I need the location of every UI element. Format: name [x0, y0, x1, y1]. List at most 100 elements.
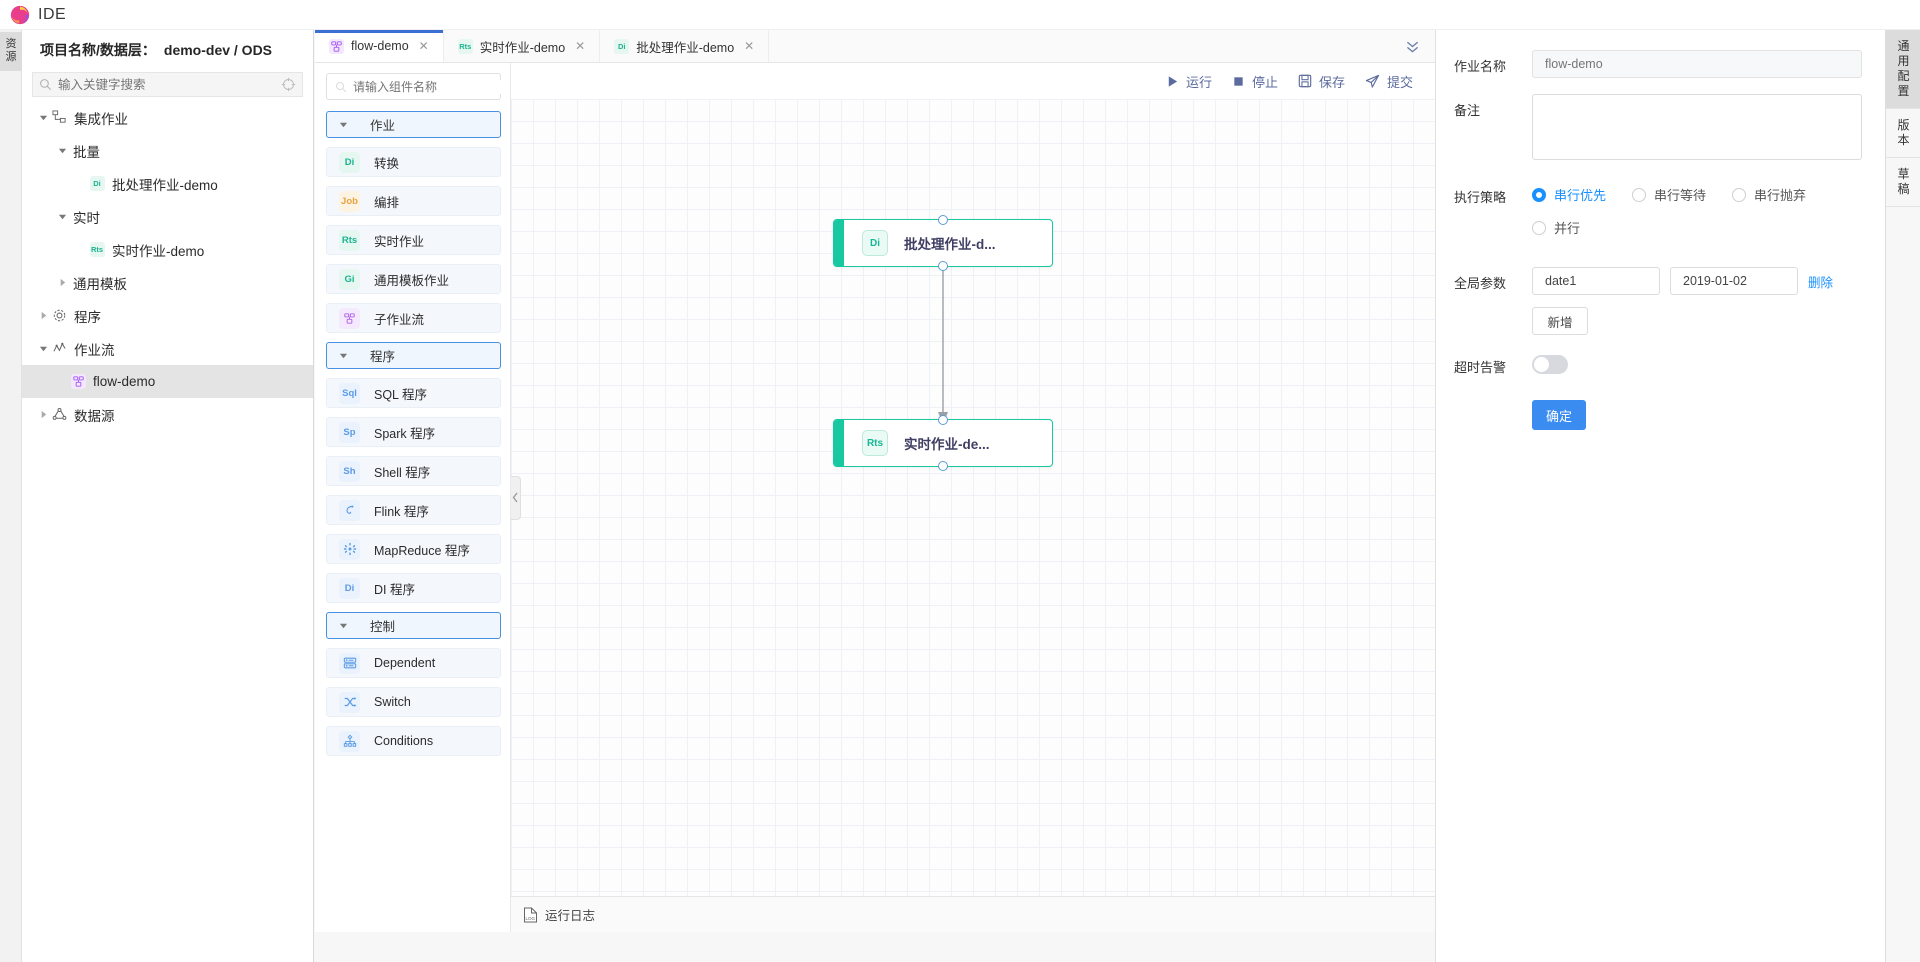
- run-log-bar[interactable]: LOG 运行日志: [511, 896, 1435, 932]
- canvas-toolbar-label: 保存: [1318, 74, 1345, 90]
- tree-caret[interactable]: [55, 375, 69, 389]
- tree-caret[interactable]: [74, 243, 88, 257]
- node-port-bottom[interactable]: [938, 261, 948, 271]
- palette-item-badge: Sql: [339, 382, 360, 404]
- dependent-icon: [343, 657, 356, 669]
- close-icon[interactable]: ✕: [744, 39, 755, 53]
- crosshair-icon[interactable]: [281, 77, 296, 92]
- strategy-option-3[interactable]: 并行: [1532, 218, 1846, 237]
- panel-collapse-handle[interactable]: [511, 475, 521, 520]
- tree-item-9[interactable]: 数据源: [22, 398, 313, 431]
- sidebar-search[interactable]: [32, 72, 303, 97]
- component-search[interactable]: [326, 73, 508, 100]
- node-port-bottom[interactable]: [938, 461, 948, 471]
- palette-item-2-0[interactable]: Dependent: [326, 648, 501, 678]
- strategy-option-0[interactable]: 串行优先: [1532, 185, 1606, 204]
- timeout-label: 超时告警: [1454, 360, 1507, 375]
- strategy-option-2[interactable]: 串行抛弃: [1732, 185, 1806, 204]
- timeout-toggle[interactable]: [1532, 355, 1568, 374]
- right-rail-tab-0[interactable]: 通用配置: [1886, 30, 1920, 109]
- sitemap-icon: [50, 109, 68, 127]
- palette-item-label: Shell 程序: [374, 465, 431, 480]
- rail-tab-resources[interactable]: 资源: [0, 32, 22, 71]
- palette-item-badge: Job: [339, 190, 360, 212]
- palette-group-header-2[interactable]: 控制: [326, 612, 501, 639]
- job-name-input[interactable]: [1532, 50, 1862, 78]
- tree-item-1[interactable]: 批量: [22, 134, 313, 167]
- delete-param-link[interactable]: 删除: [1808, 275, 1834, 290]
- job-name-label: 作业名称: [1454, 59, 1507, 74]
- tree-caret[interactable]: [74, 177, 88, 191]
- tree-item-5[interactable]: 通用模板: [22, 266, 313, 299]
- palette-item-2-2[interactable]: Conditions: [326, 726, 501, 756]
- tree-item-3[interactable]: 实时: [22, 200, 313, 233]
- tree-item-badge: [69, 373, 87, 391]
- canvas-play-button[interactable]: 运行: [1166, 72, 1212, 91]
- component-search-input[interactable]: [353, 79, 508, 94]
- palette-group-header-1[interactable]: 程序: [326, 342, 501, 369]
- chevron-left-icon: [512, 492, 518, 503]
- strategy-option-label: 并行: [1554, 221, 1581, 236]
- tree-item-7[interactable]: 作业流: [22, 332, 313, 365]
- palette-item-badge: Rts: [339, 229, 360, 251]
- palette-item-1-4[interactable]: MapReduce 程序: [326, 534, 501, 564]
- left-rail: 资源: [0, 30, 22, 962]
- tree-caret[interactable]: [55, 144, 69, 158]
- strategy-option-1[interactable]: 串行等待: [1632, 185, 1706, 204]
- tab-label: flow-demo: [351, 39, 409, 53]
- tab-overflow-button[interactable]: [1404, 30, 1421, 62]
- add-param-button[interactable]: 新增: [1532, 307, 1588, 335]
- tree-item-8[interactable]: flow-demo: [22, 365, 313, 398]
- tree-caret[interactable]: [55, 276, 69, 290]
- canvas-stop-button[interactable]: 停止: [1232, 72, 1278, 91]
- palette-group-header-0[interactable]: 作业: [326, 111, 501, 138]
- palette-item-1-3[interactable]: Flink 程序: [326, 495, 501, 525]
- close-icon[interactable]: ✕: [418, 39, 429, 53]
- subflow-icon: [331, 40, 342, 52]
- confirm-button[interactable]: 确定: [1532, 400, 1586, 430]
- palette-item-badge: Sh: [339, 460, 360, 482]
- node-port-top[interactable]: [938, 415, 948, 425]
- tree-item-label: 程序: [74, 309, 101, 325]
- tree-caret[interactable]: [36, 309, 50, 323]
- tree-caret[interactable]: [55, 210, 69, 224]
- resource-sidebar: 项目名称/数据层： demo-dev / ODS 集成作业批量Di批处理作业-d…: [22, 30, 314, 962]
- close-icon[interactable]: ✕: [575, 39, 586, 53]
- node-port-top[interactable]: [938, 215, 948, 225]
- tree-caret[interactable]: [36, 408, 50, 422]
- search-input[interactable]: [58, 77, 281, 92]
- right-rail-tab-1[interactable]: 版本: [1886, 109, 1920, 158]
- tree-item-6[interactable]: 程序: [22, 299, 313, 332]
- editor-tab-0[interactable]: flow-demo ✕: [315, 30, 444, 62]
- canvas-save-button[interactable]: 保存: [1298, 72, 1345, 91]
- right-rail-tab-2[interactable]: 草稿: [1886, 158, 1920, 207]
- strategy-label: 执行策略: [1454, 190, 1507, 205]
- tree-caret[interactable]: [36, 342, 50, 356]
- palette-item-2-1[interactable]: Switch: [326, 687, 501, 717]
- param-key-input[interactable]: [1532, 267, 1660, 295]
- tree-item-0[interactable]: 集成作业: [22, 101, 313, 134]
- canvas-submit-button[interactable]: 提交: [1365, 72, 1413, 91]
- palette-item-1-2[interactable]: Sh Shell 程序: [326, 456, 501, 486]
- param-value-input[interactable]: [1670, 267, 1798, 295]
- remark-textarea[interactable]: [1532, 94, 1862, 160]
- tree-caret[interactable]: [36, 111, 50, 125]
- palette-item-0-4[interactable]: 子作业流: [326, 303, 501, 333]
